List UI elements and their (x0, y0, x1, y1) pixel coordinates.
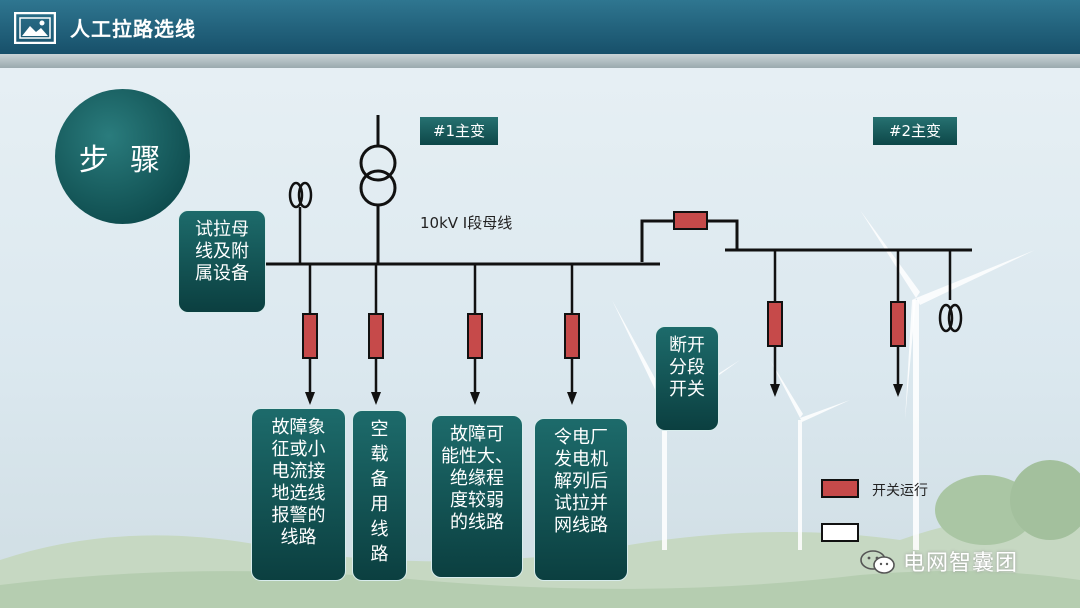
page-title: 人工拉路选线 (70, 17, 196, 41)
grounding-transformer-1 (288, 181, 313, 264)
feeder-3-arrow (470, 392, 480, 405)
legend-open-switch (821, 523, 859, 542)
header-stripe (0, 54, 1080, 68)
watermark: 电网智囊团 (903, 551, 1019, 576)
feeder-4-arrow (567, 392, 577, 405)
feeder-2-arrow (371, 392, 381, 405)
steps-badge: 步 骤 (55, 89, 190, 224)
feeder-2-switch (368, 313, 384, 359)
bus-tie-right (707, 219, 739, 250)
bus-tie-switch (673, 211, 708, 230)
feeder-4-switch (564, 313, 580, 359)
bus-label: 10kV Ⅰ段母线 (420, 214, 513, 232)
grounding-transformer-2 (938, 303, 963, 333)
step-open-section-switch: 断开 分段 开关 (655, 326, 719, 431)
picture-icon (14, 12, 56, 44)
feeder-3-switch (467, 313, 483, 359)
feeder-5-switch (767, 301, 783, 347)
header-bar (0, 0, 1080, 54)
bus-tie-left (640, 219, 674, 262)
feeder-1-description: 故障象 征或小 电流接 地选线 报警的 线路 (251, 408, 346, 581)
legend-switch-running: 开关运行 (872, 483, 928, 499)
transformer-1-label: #1主变 (420, 117, 498, 145)
step-test-bus: 试拉母 线及附 属设备 (178, 210, 266, 313)
feeder-5-arrow (770, 384, 780, 397)
feeder-6-switch (890, 301, 906, 347)
feeder-3-description: 故障可 能性大、 绝缘程 度较弱 的线路 (431, 415, 523, 578)
feeder-6-arrow (893, 384, 903, 397)
feeder-1-switch (302, 313, 318, 359)
feeder-1-arrow (305, 392, 315, 405)
feeder-4-description: 令电厂 发电机 解列后 试拉并 网线路 (534, 418, 628, 581)
legend-closed-switch (821, 479, 859, 498)
transformer-2-label: #2主变 (873, 117, 957, 145)
transformer-1-symbol (359, 115, 397, 264)
wechat-icon (860, 550, 895, 574)
feeder-2-description: 空 载 备 用 线 路 (352, 410, 407, 581)
